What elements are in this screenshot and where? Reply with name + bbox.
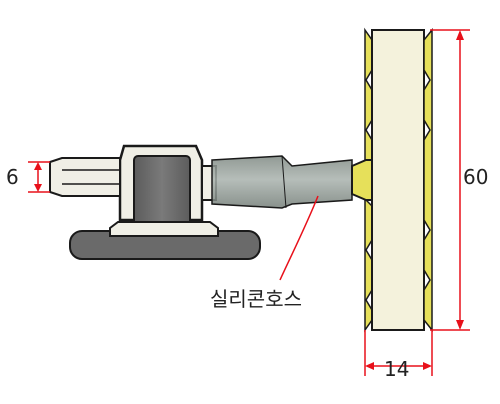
dimension-label-6: 6: [6, 165, 19, 189]
dimension-fitting-height: 60: [430, 29, 488, 331]
dimension-label-60: 60: [463, 165, 488, 189]
valve-housing: [109, 144, 219, 237]
silicone-hose: [211, 155, 353, 209]
dimension-label-14: 14: [384, 357, 409, 381]
dimension-small-nozzle: 6: [6, 161, 50, 193]
t-fitting: [351, 27, 433, 333]
hose-label: 실리콘호스: [210, 287, 302, 311]
small-nozzle: [49, 157, 121, 197]
hose-leader: 실리콘호스: [210, 195, 319, 311]
dimension-fitting-width: 14: [364, 330, 433, 381]
